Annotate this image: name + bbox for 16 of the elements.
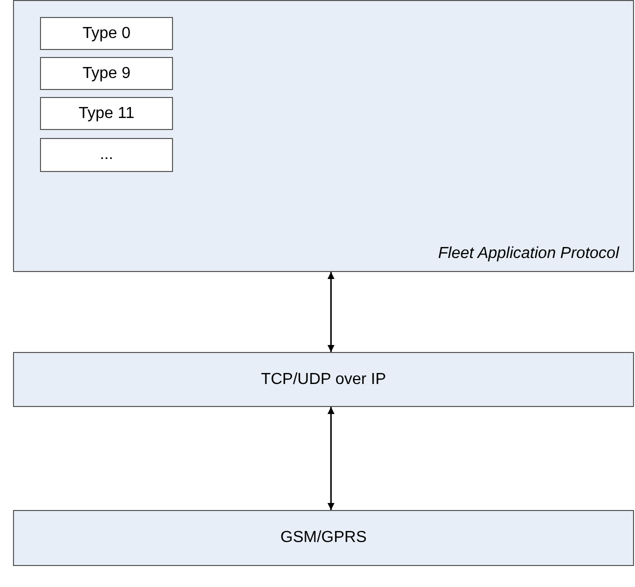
box-label: ... [100, 146, 114, 164]
box-label: Type 11 [78, 104, 134, 122]
box-label: Type 9 [82, 64, 131, 82]
double-arrow [328, 407, 334, 510]
box-label: TCP/UDP over IP [260, 370, 386, 388]
message-type-box [40, 97, 173, 130]
message-type-box [40, 17, 173, 50]
message-type-box [40, 138, 173, 172]
layer-box [13, 352, 634, 407]
box-label: Type 0 [82, 24, 131, 42]
protocol-panel [13, 0, 634, 272]
message-type-box [40, 57, 173, 90]
layer-box [13, 510, 634, 566]
double-arrow [328, 272, 334, 352]
panel-title: Fleet Application Protocol [438, 245, 619, 263]
box-label: GSM/GPRS [280, 529, 367, 547]
